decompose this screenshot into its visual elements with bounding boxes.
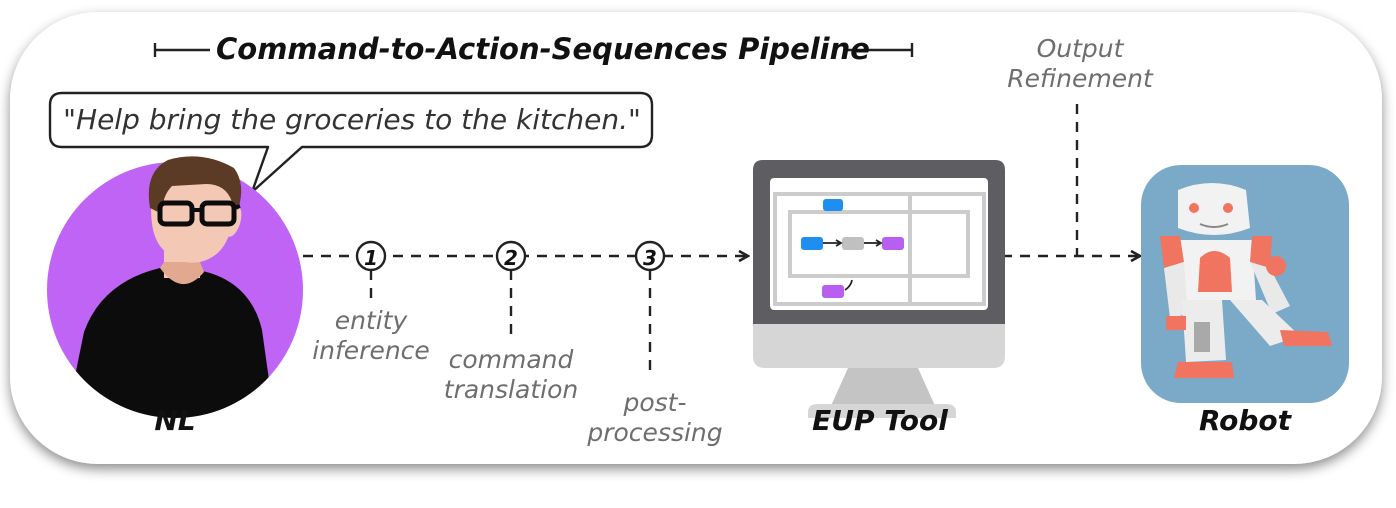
pipeline-title: Command-to-Action-Sequences Pipeline <box>216 32 870 66</box>
nl-label: NL <box>154 404 196 437</box>
step-1-marker: 1 <box>355 240 387 272</box>
step-2-label-line1: command <box>448 345 574 374</box>
step-2-number: 2 <box>504 246 518 270</box>
robot-label: Robot <box>1198 404 1292 437</box>
workflow-block-blue-top <box>823 199 843 211</box>
glasses-icon <box>157 200 241 227</box>
step-3-number: 3 <box>643 246 657 270</box>
step-2-marker: 2 <box>495 240 527 272</box>
step-3-marker: 3 <box>634 240 666 272</box>
eup-tool-label: EUP Tool <box>812 404 948 437</box>
person-face <box>151 174 238 263</box>
step-2-label: command translation <box>436 345 586 405</box>
speech-text: "Help bring the groceries to the kitchen… <box>63 103 641 136</box>
step-3-label: post- processing <box>580 388 730 448</box>
person-hair <box>148 156 242 214</box>
step-3-label-line2: processing <box>587 418 723 447</box>
person-body <box>64 268 276 418</box>
workflow-canvas <box>773 192 986 306</box>
step-1-label-line2: inference <box>312 336 430 365</box>
monitor-icon <box>753 160 1005 418</box>
workflow-block-blue <box>801 237 823 250</box>
workflow-block-purple <box>882 237 904 250</box>
step-2-label-line2: translation <box>443 375 579 404</box>
person-avatar <box>47 156 303 418</box>
step-1-label: entity inference <box>306 306 436 366</box>
step-1-label-line1: entity <box>334 306 408 335</box>
step-1-number: 1 <box>364 246 378 270</box>
output-refinement-label: Output Refinement <box>975 34 1185 94</box>
output-label-line2: Refinement <box>1007 64 1153 93</box>
speech-bubble <box>48 91 654 194</box>
output-label-line1: Output <box>1036 34 1124 63</box>
workflow-block-gray <box>842 237 864 250</box>
step-3-label-line1: post- <box>623 388 687 417</box>
robot-icon <box>1141 165 1349 403</box>
workflow-block-purple-bottom <box>822 285 844 298</box>
pipeline-bracket <box>153 43 914 57</box>
